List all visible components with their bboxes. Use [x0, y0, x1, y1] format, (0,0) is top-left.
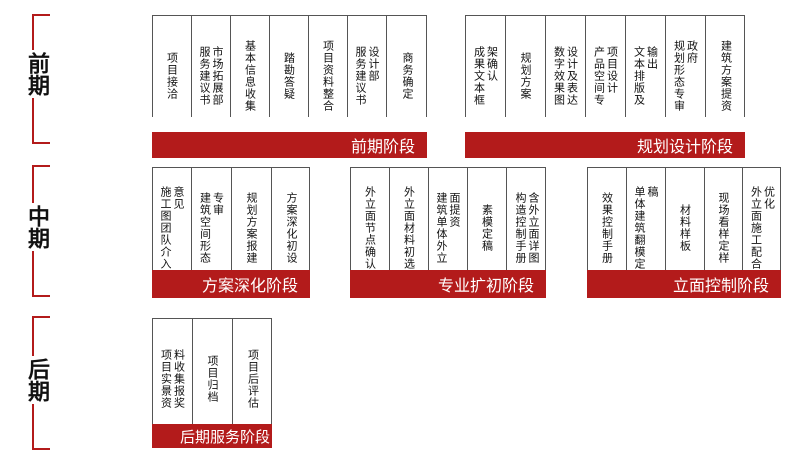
stage-title: 方案深化阶段: [152, 270, 310, 298]
stage-item: 设计及表达 数字效果图: [546, 16, 586, 117]
stage-item: 含外立面详图 构造控制手册: [514, 192, 540, 264]
stage-item: 规划方案: [506, 16, 546, 117]
stage-item: 项目后评估: [246, 349, 260, 409]
stage-post-service: 料收集报奖 项目实景资 项目归档 项目后评估 后期服务阶段: [152, 318, 272, 448]
stage-preliminary-design: 外立面节点确认 外立面材料初选 面提资 建筑单体外立 素模定稿 含外立面详图 构…: [350, 167, 546, 298]
stage-item: 踏勘答疑: [270, 16, 309, 117]
stage-item: 外立面材料初选: [390, 168, 429, 270]
stage-item: 项目归档: [193, 319, 233, 424]
stage-item: 方案深化初设: [285, 192, 298, 264]
stage-item: 项目接洽: [153, 16, 192, 117]
stage-item: 市场拓展部 服务建议书: [192, 16, 231, 117]
stage-item: 专审 建筑空间形态: [192, 168, 232, 270]
stage-item: 材料样板: [666, 168, 705, 270]
stage-item: 项目资料整合: [309, 16, 348, 117]
stage-item: 优化 外立面施工配合: [749, 186, 776, 270]
stage-item: 架确认 成果文本框: [466, 16, 506, 117]
stage-item: 面提资 建筑单体外立: [429, 168, 468, 270]
period-label: 中期: [16, 203, 50, 251]
stage-title: 专业扩初阶段: [350, 270, 546, 298]
stage-title: 后期服务阶段: [152, 424, 272, 448]
stage-pre-phase: 项目接洽 市场拓展部 服务建议书 基本信息收集 踏勘答疑 项目资料整合 设计部 …: [152, 15, 427, 158]
period-post: 后期: [14, 316, 50, 450]
stage-item: 意见 施工图团队介入: [153, 168, 192, 270]
stage-item: 外立面节点确认: [351, 168, 390, 270]
period-label: 后期: [16, 356, 50, 404]
stage-item: 政府 规划形态专审: [666, 16, 706, 117]
stage-item: 素模定稿: [468, 168, 507, 270]
period-label: 前期: [16, 50, 50, 98]
stage-facade-control: 效果控制手册 稿 单体建筑翻模定 材料样板 现场看样定样 优化 外立面施工配合 …: [587, 167, 781, 298]
stage-item: 商务确定: [401, 52, 414, 100]
stage-scheme-deepening: 意见 施工图团队介入 专审 建筑空间形态 规划方案报建 方案深化初设 方案深化阶…: [152, 167, 310, 298]
stage-item: 输出 文本排版及: [626, 16, 666, 117]
stage-item: 料收集报奖 项目实景资: [153, 319, 193, 424]
stage-title: 前期阶段: [152, 132, 427, 158]
stage-item: 稿 单体建筑翻模定: [627, 168, 666, 270]
stage-item: 设计部 服务建议书: [348, 16, 387, 117]
stage-item: 现场看样定样: [705, 168, 743, 270]
stage-item: 规划方案报建: [232, 168, 272, 270]
period-mid: 中期: [14, 165, 50, 297]
stage-planning-design: 架确认 成果文本框 规划方案 设计及表达 数字效果图 项目设计 产品空间专 输出…: [465, 15, 745, 158]
stage-title: 立面控制阶段: [587, 270, 781, 298]
period-pre: 前期: [14, 14, 50, 144]
stage-item: 项目设计 产品空间专: [586, 16, 626, 117]
stage-title: 规划设计阶段: [465, 132, 745, 158]
stage-item: 基本信息收集: [231, 16, 270, 117]
stage-item: 效果控制手册: [588, 168, 627, 270]
stage-item: 建筑方案提资: [719, 40, 733, 112]
